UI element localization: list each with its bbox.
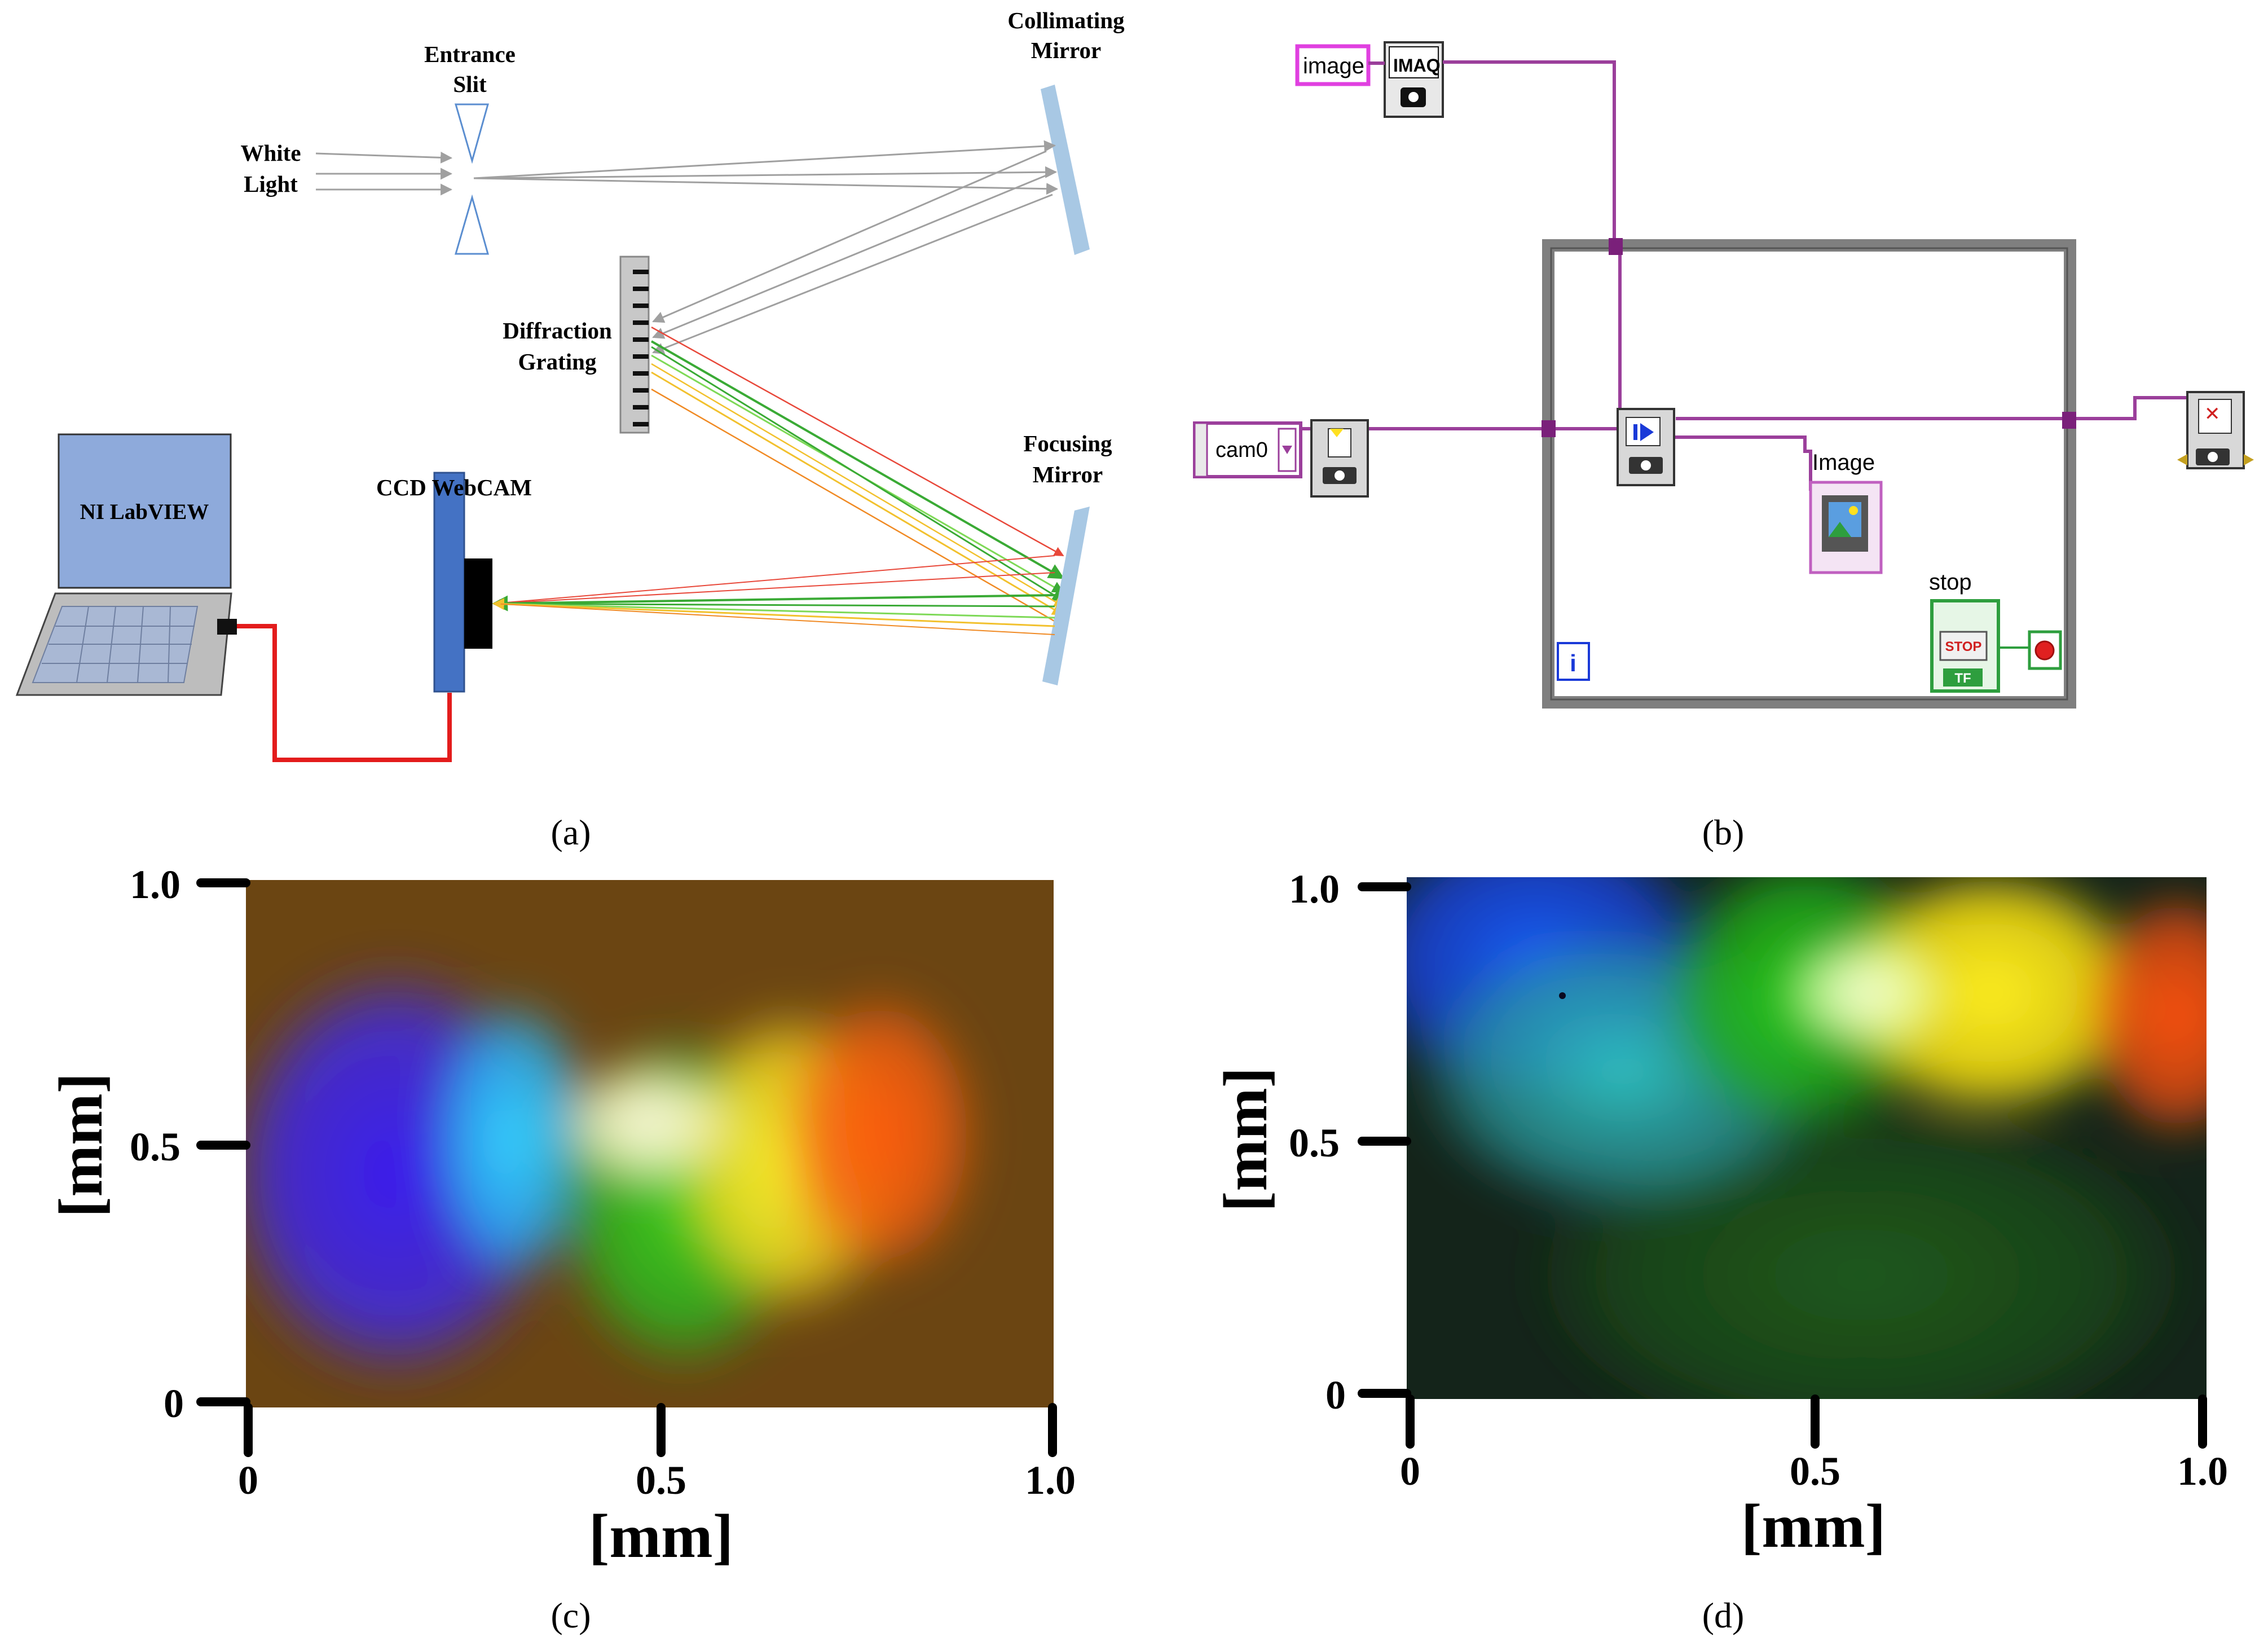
d-ytick-1: 1.0 (1289, 866, 1340, 912)
white-light-label-1: White (240, 140, 301, 166)
panel-d-spectrum-image: 1.0 0.5 0 0 0.5 1.0 [mm] [mm] (d) (1211, 866, 2228, 1635)
c-ylabel: [mm] (46, 1073, 115, 1218)
camera-control-label: cam0 (1216, 438, 1268, 462)
loop-condition-terminal (2028, 630, 2062, 670)
white-light-rays (315, 151, 453, 196)
d-ytick-05: 0.5 (1289, 1120, 1340, 1165)
rays-to-collimating-mirror (473, 140, 1059, 195)
ccd-webcam (433, 472, 492, 693)
d-ylabel: [mm] (1211, 1067, 1280, 1212)
entrance-slit-label-2: Slit (453, 71, 487, 97)
d-xtick-0: 0 (1400, 1449, 1420, 1494)
wires (1298, 60, 2187, 491)
focusing-mirror-label-2: Mirror (1033, 461, 1103, 487)
usb-cable (237, 624, 452, 762)
c-ytick-1: 1.0 (130, 862, 180, 907)
c-xtick-0: 0 (238, 1458, 258, 1503)
diffraction-grating-label-1: Diffraction (503, 318, 612, 344)
stop-button[interactable]: STOP TF (1930, 599, 2000, 693)
caption-a: (a) (551, 812, 591, 852)
laptop (15, 433, 237, 696)
entrance-slit-label-1: Entrance (424, 41, 516, 67)
imaq-create-block: IMAQ (1384, 41, 1444, 118)
imaq-block-label: IMAQ (1393, 55, 1441, 76)
d-xtick-05: 0.5 (1790, 1449, 1840, 1494)
laptop-screen-label: NI LabVIEW (80, 500, 209, 524)
collimating-mirror (1041, 85, 1090, 255)
c-xtick-1: 1.0 (1025, 1458, 1076, 1503)
collimating-mirror-label-2: Mirror (1031, 37, 1101, 63)
open-camera-block (1310, 419, 1369, 498)
image-indicator (1809, 481, 1883, 574)
camera-control[interactable]: cam0 (1193, 421, 1302, 478)
diffraction-grating (619, 256, 650, 434)
rays-to-grating (652, 150, 1053, 354)
white-light-label-2: Light (244, 171, 298, 197)
c-ytick-05: 0.5 (130, 1124, 180, 1169)
image-constant (1295, 44, 1371, 86)
image-indicator-label: Image (1812, 450, 1875, 475)
caption-d: (d) (1702, 1595, 1745, 1635)
stop-tf-label: TF (1954, 671, 1971, 686)
ccd-webcam-label: CCD WebCAM (376, 474, 532, 500)
dispersed-rays-to-focusing-mirror (651, 326, 1065, 627)
while-loop: i (1542, 238, 2076, 709)
c-xlabel: [mm] (589, 1502, 734, 1570)
diffraction-grating-label-2: Grating (518, 349, 597, 375)
caption-b: (b) (1702, 812, 1745, 852)
loop-iteration-terminal: i (1570, 650, 1576, 676)
axes-d (1358, 882, 2207, 1449)
c-xtick-05: 0.5 (636, 1458, 686, 1503)
focusing-mirror-label-1: Focusing (1023, 430, 1112, 456)
d-xtick-1: 1.0 (2177, 1449, 2228, 1494)
d-xlabel: [mm] (1741, 1492, 1886, 1560)
close-camera-block: ✕ (2177, 391, 2254, 469)
c-ytick-0: 0 (164, 1381, 184, 1426)
image-constant-label: image (1303, 54, 1364, 78)
collimating-mirror-label-1: Collimating (1007, 7, 1125, 33)
panel-c-spectrum-image: 1.0 0.5 0 0 0.5 1.0 [mm] [mm] (c) (46, 862, 1076, 1635)
d-ytick-0: 0 (1325, 1372, 1346, 1418)
entrance-slit (455, 103, 489, 255)
panel-a-optical-setup: Entrance Slit White Light Collimating Mi… (15, 7, 1125, 852)
stop-button-text: STOP (1945, 639, 1982, 654)
focusing-mirror (1042, 507, 1090, 685)
axes-c (196, 878, 1057, 1457)
stop-label: stop (1929, 570, 1972, 595)
close-x-icon: ✕ (2204, 403, 2221, 425)
rays-to-camera (492, 555, 1055, 635)
panel-b-labview-diagram: image IMAQ i (1193, 41, 2254, 852)
grab-block (1617, 408, 1675, 486)
caption-c: (c) (551, 1595, 591, 1635)
